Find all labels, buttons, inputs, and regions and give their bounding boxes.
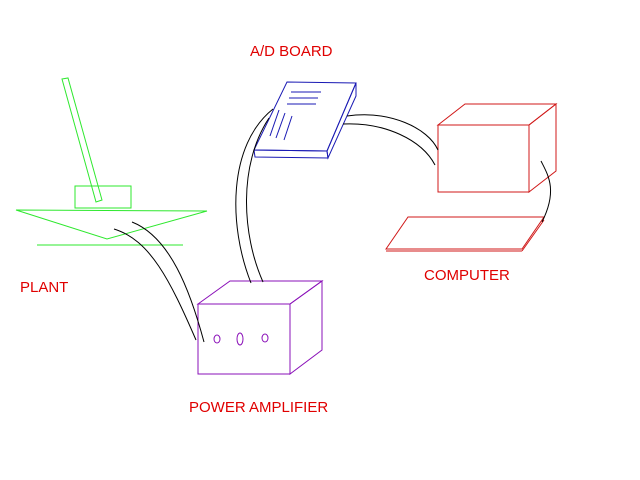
plant-apparatus: [15, 77, 208, 246]
power-amplifier-knob: [236, 332, 244, 346]
ad-board-device: [253, 81, 357, 160]
ad-board-chip-line: [275, 112, 286, 139]
plant-label: PLANT: [20, 279, 69, 296]
ad-board-chip-line: [269, 109, 280, 137]
plant-track: [15, 209, 208, 240]
cable-board-to-amplifier: [246, 117, 270, 283]
ad-board-right-side: [326, 82, 357, 160]
plant-cart: [74, 185, 132, 209]
cable-board-to-computer: [342, 123, 436, 166]
ad-board-chip-line: [283, 115, 293, 141]
computer-label: COMPUTER: [424, 267, 510, 284]
computer-keyboard: [385, 216, 545, 250]
computer-device: [385, 102, 558, 252]
computer-keyboard-edge: [521, 219, 545, 252]
cable-board-to-computer: [346, 114, 439, 151]
ad-board-front: [253, 149, 329, 159]
cables: [113, 108, 551, 343]
computer-monitor-top: [436, 103, 558, 126]
plant-pendulum-rod: [61, 77, 103, 203]
power-amplifier-front: [197, 303, 291, 375]
cable-plant-to-amplifier: [113, 228, 197, 341]
power-amplifier-top: [196, 280, 324, 305]
cable-board-to-amplifier: [235, 108, 274, 284]
cable-computer-to-keyboard: [540, 160, 551, 223]
ad-board-label: A/D BOARD: [250, 43, 333, 60]
computer-monitor-side: [528, 102, 557, 194]
computer-monitor-front: [437, 124, 530, 193]
power-amplifier-side: [289, 280, 323, 375]
power-amplifier-device: [196, 280, 324, 375]
power-amplifier-knob: [213, 334, 221, 344]
cable-plant-to-amplifier: [131, 221, 205, 343]
power-amplifier-knob: [261, 333, 269, 343]
power-amplifier-label: POWER AMPLIFIER: [189, 399, 329, 416]
